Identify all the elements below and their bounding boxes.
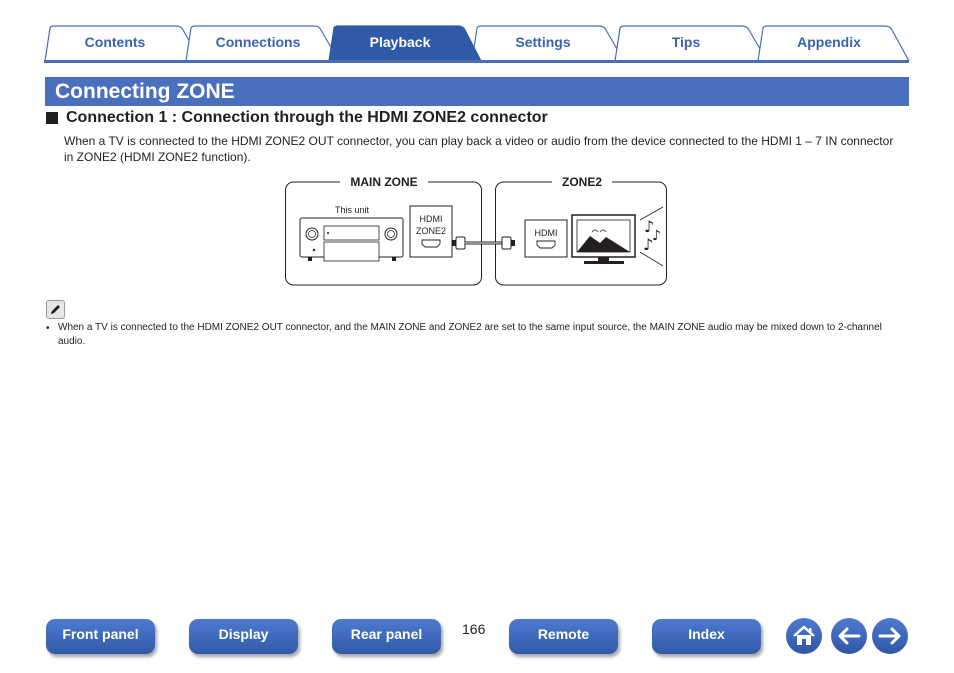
tv-hdmi-port-panel (524, 219, 568, 258)
tv-stand (598, 257, 609, 262)
home-button[interactable] (786, 618, 822, 654)
hdmi-port-icon (421, 239, 441, 248)
tab-appendix[interactable]: Appendix (797, 34, 861, 50)
main-zone-label-bg (340, 174, 428, 190)
music-note-icon-2: ♪ (652, 228, 661, 244)
pencil-icon (46, 300, 65, 319)
tab-tips[interactable]: Tips (671, 34, 701, 50)
tab-connections-shape (185, 25, 340, 62)
home-icon (793, 625, 815, 645)
description-paragraph: When a TV is connected to the HDMI ZONE2… (64, 134, 894, 164)
arrow-left-icon (838, 627, 861, 645)
tab-playback[interactable]: Playback (369, 34, 431, 50)
section-title: Connecting ZONE (55, 80, 235, 103)
display-button[interactable]: Display (189, 619, 298, 654)
cable-plug-left (455, 236, 466, 250)
tv-hdmi-label: HDMI (535, 228, 558, 238)
tab-shapes (44, 25, 910, 62)
tab-contents-shape (44, 25, 202, 62)
page-number: 166 (462, 621, 486, 637)
remote-button[interactable]: Remote (509, 619, 618, 654)
diagram-graphic: MAIN ZONE ZONE2 This unit HDMI ZONE2 HDM… (285, 174, 667, 286)
receiver-display (323, 225, 380, 241)
note-bullet: • (46, 323, 50, 334)
zone2-label-bg (552, 174, 612, 190)
forward-button[interactable] (872, 618, 908, 654)
arrow-right-icon (878, 627, 901, 645)
hdmi-zone2-port-panel (409, 205, 453, 258)
main-zone-label: MAIN ZONE (350, 175, 417, 189)
receiver-right-knob (384, 227, 398, 241)
rear-panel-button[interactable]: Rear panel (332, 619, 441, 654)
back-button[interactable] (831, 618, 867, 654)
receiver-door (323, 241, 380, 262)
tab-underline (44, 60, 909, 63)
tab-playback-shape (328, 25, 482, 62)
tab-appendix-shape (757, 25, 910, 62)
this-unit-label: This unit (335, 205, 370, 215)
front-panel-button[interactable]: Front panel (46, 619, 155, 654)
zone2-label: ZONE2 (562, 175, 602, 189)
tab-settings-shape (471, 25, 625, 62)
connection-diagram: MAIN ZONE ZONE2 This unit HDMI ZONE2 HDM… (284, 170, 670, 288)
tab-bar: Contents Connections Playback Settings T… (0, 0, 954, 64)
section-title-bar: Connecting ZONE (45, 77, 909, 106)
tab-contents[interactable]: Contents (84, 34, 146, 50)
tv-mountain-image (577, 236, 630, 252)
tab-tips-shape (614, 25, 768, 62)
cable-plug-right (501, 236, 512, 250)
tab-settings[interactable]: Settings (515, 34, 571, 50)
tv-hdmi-port-icon (536, 240, 556, 249)
subheading-text: Connection 1 : Connection through the HD… (66, 109, 548, 126)
music-note-icon-1: ♪ (644, 217, 654, 236)
tab-connections[interactable]: Connections (215, 34, 301, 50)
receiver-left-knob (305, 227, 319, 241)
index-button[interactable]: Index (652, 619, 761, 654)
note-text: When a TV is connected to the HDMI ZONE2… (58, 322, 882, 347)
hdmi-zone2-label-line1: HDMI (420, 214, 443, 224)
hdmi-zone2-label-line2: ZONE2 (416, 226, 446, 236)
square-bullet-icon (46, 112, 58, 124)
music-note-icon-3: ♪ (643, 235, 653, 254)
